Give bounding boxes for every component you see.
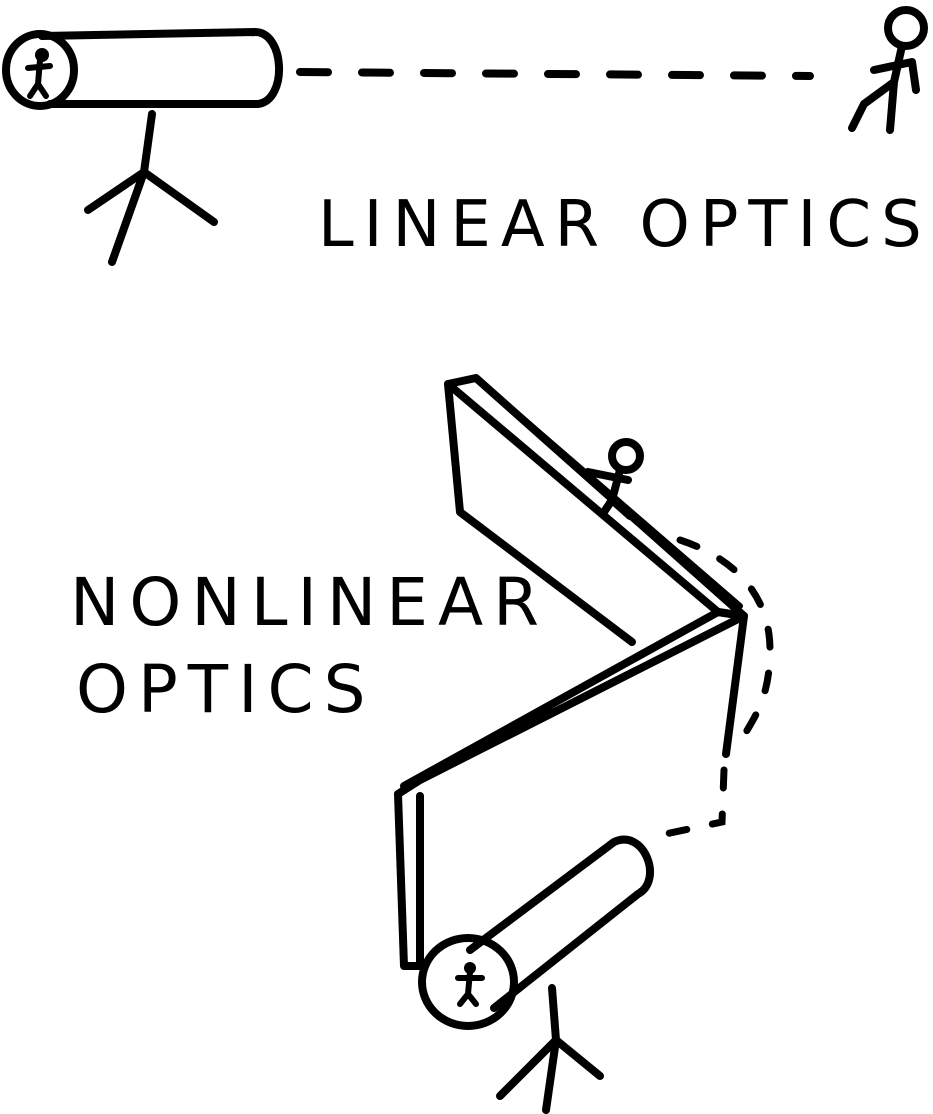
nonlinear-optics-label-line1: NONLINEAR [70,564,549,641]
nonlinear-stick-figure [584,438,644,520]
linear-light-path [296,68,814,80]
lens-figure-icon [455,962,485,1007]
nonlinear-telescope [418,835,654,1114]
linear-telescope [2,28,283,266]
lens-figure-icon [25,48,53,99]
nonlinear-light-path [652,536,774,840]
linear-optics-label: LINEAR OPTICS [318,188,932,262]
nonlinear-optics-label-line2: OPTICS [76,651,376,728]
linear-stick-figure [848,6,928,134]
lower-mirror [394,608,748,970]
